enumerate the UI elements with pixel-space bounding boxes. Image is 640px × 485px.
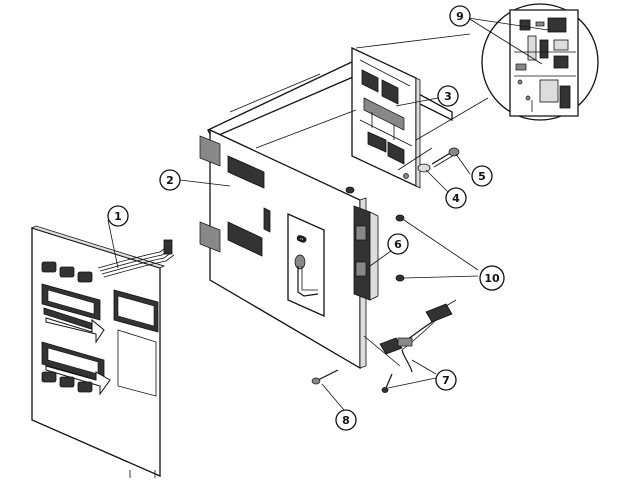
detail-inset [481,3,599,121]
callout-label-7: 7 [442,374,450,387]
nut-upper-right [395,214,405,222]
callout-2: 2 [159,169,181,191]
callout-8: 8 [335,409,357,431]
spacer [417,163,431,173]
nut-lower-right [395,274,405,282]
callout-label-1: 1 [114,210,122,223]
leader-lines [107,17,549,411]
callout-9: 9 [449,5,471,27]
callout-3: 3 [437,85,459,107]
overlay-top-display [41,283,101,331]
panel-tab-upper-left [199,135,221,167]
main-panel: ↈ [199,128,379,370]
nut-upper-left [345,186,355,194]
callout-label-6: 6 [394,238,402,251]
overlay-label-window [113,289,159,397]
callout-label-9: 9 [456,10,464,23]
callout-label-2: 2 [166,174,174,187]
ribbon-cable [97,239,175,278]
callout-7: 7 [435,369,457,391]
cable-harness [379,299,457,393]
callout-label-3: 3 [444,90,452,103]
panel-window-lower [227,221,263,257]
callout-4: 4 [445,187,467,209]
key-switch-plate: ↈ [287,212,325,318]
front-overlay-panel [30,225,175,478]
panel-slot [263,207,271,233]
overlay-top-keys [41,261,93,283]
callout-label-5: 5 [478,170,486,183]
screw-5 [431,147,460,168]
panel-tab-lower-left [199,221,221,253]
svg-text:ↈ: ↈ [294,232,308,246]
callout-label-10: 10 [484,272,500,285]
callout-5: 5 [471,165,493,187]
side-module [353,205,379,301]
callout-1: 1 [107,205,129,227]
callout-10: 10 [479,265,505,291]
callout-6: 6 [387,233,409,255]
circuit-board [351,46,421,189]
up-arrow-icon [45,317,105,344]
screw-8 [311,369,339,385]
overlay-bottom-keys [41,371,93,393]
callout-label-8: 8 [342,414,350,427]
callout-label-4: 4 [452,192,460,205]
panel-window-upper [227,155,265,189]
